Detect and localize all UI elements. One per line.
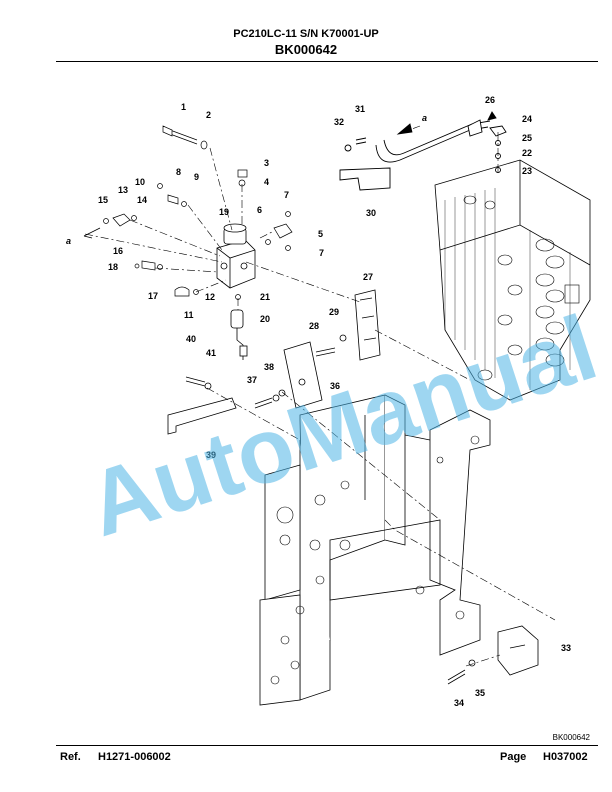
- model-title: PC210LC-11 S/N K70001-UP: [233, 28, 379, 40]
- svg-text:2: 2: [206, 110, 211, 120]
- figure-reference: BK000642: [552, 733, 590, 742]
- figure-code-title: BK000642: [274, 42, 338, 57]
- svg-text:34: 34: [454, 698, 464, 708]
- brackets: [167, 289, 539, 685]
- ref-value: H1271-006002: [98, 751, 171, 763]
- svg-text:22: 22: [522, 148, 532, 158]
- svg-text:12: 12: [205, 292, 215, 302]
- fittings: [103, 125, 293, 300]
- svg-text:19: 19: [219, 207, 229, 217]
- svg-text:27: 27: [363, 272, 373, 282]
- svg-text:a: a: [422, 113, 427, 123]
- svg-text:35: 35: [475, 688, 485, 698]
- svg-text:39: 39: [206, 450, 216, 460]
- svg-text:38: 38: [264, 362, 274, 372]
- svg-text:7: 7: [284, 190, 289, 200]
- svg-text:32: 32: [334, 117, 344, 127]
- svg-text:3: 3: [264, 158, 269, 168]
- solenoid-valve: [216, 223, 256, 289]
- callout-labels: 1 2 3 4 5 6 7 7 8 9 10 11 12 13 14 15 16…: [66, 95, 571, 708]
- svg-text:9: 9: [194, 172, 199, 182]
- svg-text:37: 37: [247, 375, 257, 385]
- page-label: Page: [500, 751, 527, 763]
- svg-text:29: 29: [329, 307, 339, 317]
- svg-text:40: 40: [186, 334, 196, 344]
- pilot-hose: [339, 111, 507, 191]
- svg-text:13: 13: [118, 185, 128, 195]
- svg-text:31: 31: [355, 104, 365, 114]
- svg-text:8: 8: [176, 167, 181, 177]
- pressure-sensor: [230, 309, 248, 360]
- svg-text:6: 6: [257, 205, 262, 215]
- svg-text:15: 15: [98, 195, 108, 205]
- svg-text:a: a: [66, 236, 71, 246]
- footer-divider: [56, 745, 598, 746]
- svg-text:18: 18: [108, 262, 118, 272]
- svg-text:11: 11: [184, 310, 194, 320]
- svg-text:20: 20: [260, 314, 270, 324]
- ref-label: Ref.: [60, 751, 81, 763]
- svg-text:41: 41: [206, 348, 216, 358]
- control-valve: [434, 159, 591, 401]
- svg-text:1: 1: [181, 102, 186, 112]
- svg-text:16: 16: [113, 246, 123, 256]
- svg-text:25: 25: [522, 133, 532, 143]
- svg-text:10: 10: [135, 177, 145, 187]
- svg-text:36: 36: [330, 381, 340, 391]
- svg-text:26: 26: [485, 95, 495, 105]
- svg-text:4: 4: [264, 177, 269, 187]
- svg-text:33: 33: [561, 643, 571, 653]
- svg-text:17: 17: [148, 291, 158, 301]
- svg-text:28: 28: [309, 321, 319, 331]
- svg-text:21: 21: [260, 292, 270, 302]
- view-arrows: [83, 123, 413, 239]
- svg-text:30: 30: [366, 208, 376, 218]
- page-value: H037002: [543, 751, 588, 763]
- svg-text:14: 14: [137, 195, 147, 205]
- svg-text:23: 23: [522, 166, 532, 176]
- svg-text:5: 5: [318, 229, 323, 239]
- svg-text:7: 7: [319, 248, 324, 258]
- main-frame: [259, 394, 491, 706]
- svg-text:24: 24: [522, 114, 532, 124]
- header-divider: [56, 61, 598, 62]
